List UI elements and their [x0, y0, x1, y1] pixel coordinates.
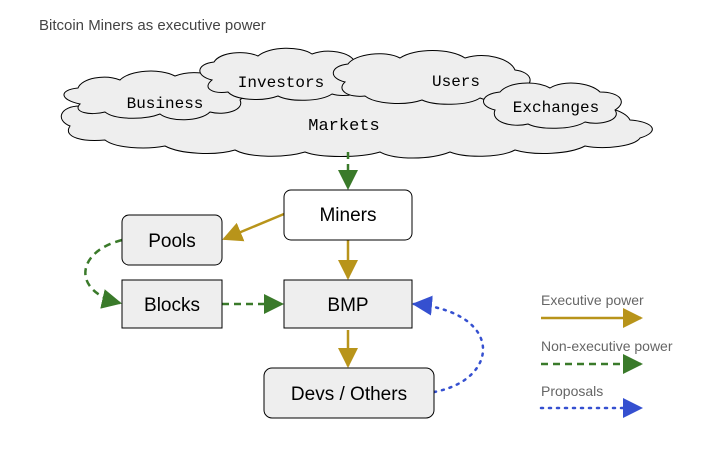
cloud-label-markets: Markets — [308, 117, 379, 136]
node-pools[interactable]: Pools — [121, 214, 223, 266]
cloud-users-shape — [332, 50, 531, 105]
cloud-label-business: Business — [127, 95, 204, 113]
cloud-label-exchanges: Exchanges — [513, 99, 599, 117]
node-miners-label: Miners — [319, 205, 376, 226]
node-devs-box[interactable] — [263, 367, 435, 419]
node-blocks-box[interactable] — [121, 279, 223, 329]
cloud-label-users: Users — [432, 73, 480, 91]
edges — [84, 152, 485, 394]
node-bmp-box[interactable] — [283, 279, 413, 329]
node-miners-box[interactable] — [283, 189, 413, 241]
cloud-exchanges-shape — [483, 82, 622, 129]
legend-nonexec-label: Non-executive power — [541, 338, 673, 354]
legend-executive-label: Executive power — [541, 292, 644, 308]
edge-pools-to-blocks — [84, 238, 123, 309]
legend-proposals-label: Proposals — [541, 383, 603, 399]
edge-devs-to-bmp — [412, 295, 485, 394]
cloud-label-investors: Investors — [238, 74, 324, 92]
node-bmp-label: BMP — [327, 295, 368, 316]
edge-miners-to-pools — [222, 212, 285, 242]
node-pools-label: Pools — [148, 231, 196, 252]
node-blocks-label: Blocks — [144, 295, 200, 316]
diagram-title: Bitcoin Miners as executive power — [39, 17, 266, 34]
node-devs-label: Devs / Others — [291, 384, 407, 405]
legend: Executive power Non-executive power Prop… — [539, 292, 673, 418]
node-blocks[interactable]: Blocks — [121, 279, 223, 329]
node-devs[interactable]: Devs / Others — [263, 367, 435, 419]
node-miners[interactable]: Miners — [283, 189, 413, 241]
markets-cloud: Business Investors Users Exchanges Marke… — [60, 47, 653, 159]
node-pools-box[interactable] — [121, 214, 223, 266]
node-bmp[interactable]: BMP — [283, 279, 413, 329]
